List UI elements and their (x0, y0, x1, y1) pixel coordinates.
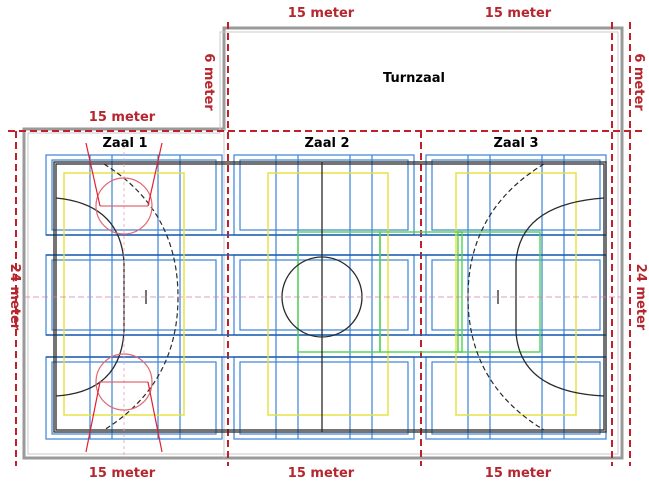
dim-turnzaal-left: 6 meter (201, 53, 216, 111)
zaal3-label: Zaal 3 (494, 136, 539, 151)
building-walls (22, 26, 624, 460)
zaal1-basketball-markings (85, 140, 163, 460)
volleyball-courts (63, 172, 577, 416)
turnzaal-label: Turnzaal (383, 71, 445, 86)
basketball-keys (297, 231, 541, 353)
zaal2-label: Zaal 2 (305, 136, 350, 151)
dim-turnzaal-right: 6 meter (631, 53, 646, 111)
dim-zaal1-width: 15 meter (89, 110, 156, 125)
zaal1-label: Zaal 1 (103, 136, 148, 151)
dim-right-height: 24 meter (633, 264, 648, 331)
dim-bottom-1: 15 meter (89, 466, 156, 481)
dim-left-height: 24 meter (7, 264, 22, 331)
dim-top-right: 15 meter (485, 6, 552, 21)
zone-borders (8, 22, 644, 466)
dim-top-left: 15 meter (288, 6, 355, 21)
dim-bottom-3: 15 meter (485, 466, 552, 481)
dim-bottom-2: 15 meter (288, 466, 355, 481)
